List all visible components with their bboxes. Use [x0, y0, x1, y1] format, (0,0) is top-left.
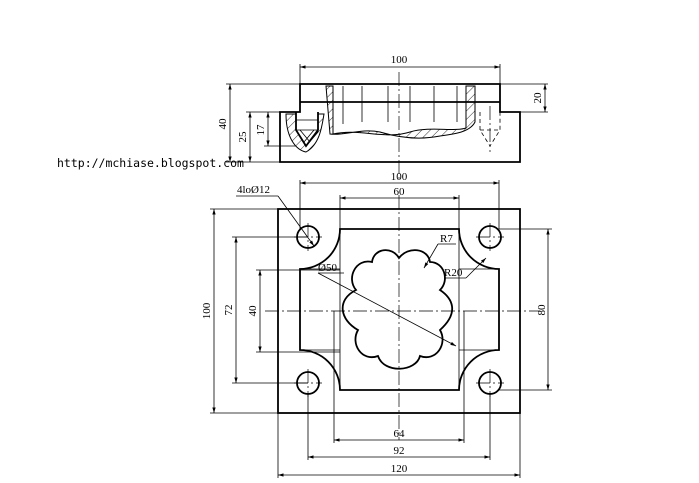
dim-hole-depth: 17: [255, 112, 296, 147]
dim-outer-width: 120: [277, 413, 521, 478]
dim-text-pocket-width: 100: [391, 171, 408, 183]
dim-text-fillet-small: R7: [440, 233, 453, 245]
right-hole-hidden: [479, 106, 501, 152]
plan-inner-lines: [300, 229, 499, 390]
dim-height-top: 20: [500, 83, 548, 113]
dim-text-inner-width: 60: [394, 186, 406, 198]
dim-text-hole-depth: 17: [255, 124, 267, 136]
left-hole: [295, 112, 319, 148]
website-url: http://mchiase.blogspot.com: [57, 156, 244, 170]
dim-text-flower-dia: Ø50: [318, 262, 337, 274]
dim-hole-spacing-x: 92: [307, 394, 491, 460]
section-hatch: [325, 85, 476, 139]
leader-fillet-large: R20: [444, 257, 487, 279]
dim-text-hole-note: 4loØ12: [237, 184, 270, 196]
plan-view: 100 60 100 72 40: [201, 171, 552, 478]
dim-text-hole-spacing-x: 92: [394, 445, 405, 457]
dim-text-fillet-large: R20: [444, 267, 463, 279]
dim-text-height-total: 40: [217, 118, 229, 130]
flower-cavity: [341, 249, 453, 370]
section-outline: [279, 83, 521, 163]
dim-inner-bottom: 64: [333, 311, 465, 443]
dim-text-inner-height: 40: [247, 305, 259, 317]
dim-top-width: 100: [299, 54, 501, 84]
dim-outer-height: 100: [201, 208, 278, 414]
leader-hole-note: 4loØ12: [236, 184, 315, 247]
dim-inner-height: 40: [247, 269, 340, 353]
dim-text-inner-bottom: 64: [394, 428, 406, 440]
leader-fillet-small: R7: [423, 233, 456, 269]
dim-text-outer-width: 120: [391, 463, 408, 475]
dim-text-base-height: 25: [237, 131, 249, 143]
dim-text-pocket-height: 80: [536, 304, 548, 316]
plan-pocket: [299, 228, 500, 391]
dim-hole-spacing-y: 72: [223, 236, 308, 384]
dim-text-height-top: 20: [532, 92, 544, 104]
section-view: 100 20 40 25 17: [217, 54, 548, 180]
dim-base-height: 25: [237, 111, 280, 162]
dim-text-outer-height: 100: [201, 302, 213, 319]
leader-flower-dia: Ø50: [317, 262, 457, 347]
dim-pocket-height: 80: [499, 228, 552, 391]
pocket-ribs: [342, 86, 458, 124]
dim-pocket-width: 100: [299, 171, 500, 229]
dim-height-total: 40: [217, 83, 300, 163]
dim-text-top-width: 100: [391, 54, 408, 66]
dim-text-hole-spacing-y: 72: [223, 305, 235, 316]
dim-inner-width: 60: [339, 186, 460, 229]
